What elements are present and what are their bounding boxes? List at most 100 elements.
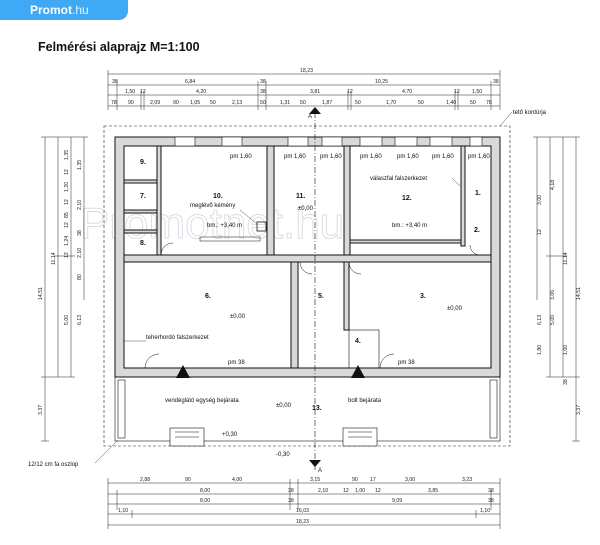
dim-bot-r2: 38 (288, 488, 294, 494)
dim-right-inner: 12 (537, 229, 543, 235)
top-dimension-lines (107, 70, 501, 110)
dim-top-r3: 38 (260, 89, 266, 95)
dim-right-inner: 38 (563, 379, 569, 385)
dim-bot-r2: 3,85 (428, 488, 438, 494)
room-8: 8. (140, 240, 146, 247)
dim-bot-r2: 1,00 (355, 488, 365, 494)
dim-bot-r1: 3,15 (310, 477, 320, 483)
room-10: 10. (213, 193, 223, 200)
note-loadbearing: teherhordó falszerkezet (146, 335, 209, 341)
right-dimension-texts: 14,51 3,37 11,14 4,18 5,00 6,13 3,00 12 … (537, 180, 582, 415)
doors (144, 242, 481, 369)
dim-right-outer: 14,51 (576, 287, 582, 300)
dim-top-r3: 1,50 (125, 89, 135, 95)
pm160-12c: pm 1,60 (432, 154, 454, 160)
level-6: ±0,00 (230, 314, 246, 320)
dim-left-inner: 2,10 (77, 248, 83, 258)
dim-top-r3: 4,70 (402, 89, 412, 95)
dim-top-r3: 1,50 (472, 89, 482, 95)
dim-top-r3: 12 (140, 89, 146, 95)
brand-tld: .hu (72, 3, 89, 17)
level-street: -0,30 (276, 452, 290, 458)
pm160-1: pm 1,60 (468, 154, 490, 160)
right-dimension-lines (533, 136, 580, 442)
dim-top-r4: 50 (210, 100, 216, 106)
pm160-11b: pm 1,60 (320, 154, 342, 160)
pm38-6: pm 38 (228, 360, 245, 366)
note-pillar: 12/12 cm fa oszlop (28, 462, 79, 468)
dim-bot-r1: 90 (185, 477, 191, 483)
dim-bot-r4: 1,10 (480, 508, 490, 514)
restaurant-entrance-arrow (176, 365, 190, 378)
pm160-10: pm 1,60 (230, 154, 252, 160)
note-bm-10: bm.: +3,40 m (207, 223, 242, 229)
dim-top-r4: 50 (355, 100, 361, 106)
dim-bot-r1: 3,00 (405, 477, 415, 483)
note-restaurant-entrance: vendéglátó egység bejárata (165, 398, 239, 404)
room-9: 9. (140, 159, 146, 166)
dim-top-r4: 90 (173, 100, 179, 106)
pm160-12b: pm 1,60 (397, 154, 419, 160)
dim-left-inner: 1,35 (64, 150, 70, 160)
pm160-11a: pm 1,60 (284, 154, 306, 160)
dim-bot-r2: 12 (343, 488, 349, 494)
dim-top-r2: 38 (493, 79, 499, 85)
section-label-top: A (308, 114, 312, 120)
dim-top-r3: 12 (347, 89, 353, 95)
dim-top-r2: 10,25 (375, 79, 388, 85)
dim-top-r4: 1,87 (322, 100, 332, 106)
dim-left-inner: 2,10 (77, 200, 83, 210)
dim-bot-r3: 8,00 (200, 498, 210, 504)
room-7: 7. (140, 193, 146, 200)
room-numbers: 1. 2. 3. 4. 5. 6. 7. 8. 9. 10. 11. 12. 1… (140, 159, 481, 412)
room-1: 1. (475, 190, 481, 197)
bottom-dimension-texts: 2,88 90 4,00 3,15 90 17 3,00 3,23 8,00 3… (118, 477, 494, 525)
dim-bot-r1: 4,00 (232, 477, 242, 483)
dim-top-r4: 1,31 (280, 100, 290, 106)
dim-left-mid: 6,13 (77, 315, 83, 325)
terrace (114, 376, 501, 447)
dim-bot-r1: 17 (370, 477, 376, 483)
dim-top-r4: 50 (470, 100, 476, 106)
dim-bot-r4: 1,10 (118, 508, 128, 514)
dim-bot-r2: 38 (488, 488, 494, 494)
dim-right-mid: 4,18 (550, 180, 556, 190)
room-6: 6. (205, 293, 211, 300)
dim-left-inner: 1,20 (64, 182, 70, 192)
chimney-icon (256, 221, 267, 232)
dim-top-r4: 50 (300, 100, 306, 106)
dim-bot-r2: 8,00 (200, 488, 210, 494)
bottom-dimension-lines (107, 478, 501, 529)
dim-left-mid: 5,00 (64, 315, 70, 325)
top-windows (174, 136, 483, 147)
dim-top-r2: 38 (112, 79, 118, 85)
dim-bot-r1: 3,23 (462, 477, 472, 483)
dim-left-inner: 1,24 (64, 236, 70, 246)
room-13: 13. (312, 405, 322, 412)
dim-top-r4: 78 (111, 100, 117, 106)
room-4: 4. (355, 338, 361, 345)
dim-left-inner: 12 (64, 252, 70, 258)
dim-top-r4: 78 (486, 100, 492, 106)
dim-right-mid: 6,13 (537, 315, 543, 325)
dim-top-r4: 1,70 (386, 100, 396, 106)
dim-right-mid: 11,14 (563, 252, 569, 265)
dim-right-inner: 3,06 (550, 290, 556, 300)
dim-bot-r3: 9,09 (392, 498, 402, 504)
plan-title: Felmérési alaprajz M=1:100 (38, 40, 200, 54)
dim-left-inner: 1,35 (77, 160, 83, 170)
room-2: 2. (474, 227, 480, 234)
dim-left-mid: 11,14 (51, 252, 57, 265)
level-terrace: +0,30 (222, 432, 238, 438)
dim-bot-r2: 2,10 (318, 488, 328, 494)
dim-top-r4: 1,05 (190, 100, 200, 106)
annotations: tető kontúrja válaszfal falszerkezet meg… (28, 110, 547, 468)
left-dimension-lines (41, 136, 88, 442)
pm160-12a: pm 1,60 (360, 154, 382, 160)
brand-badge[interactable]: Promot.hu (0, 0, 128, 20)
dim-bot-r1: 90 (352, 477, 358, 483)
dim-top-r2: 6,84 (185, 79, 195, 85)
pm38-3: pm 38 (398, 360, 415, 366)
dim-top-r3: 4,20 (196, 89, 206, 95)
